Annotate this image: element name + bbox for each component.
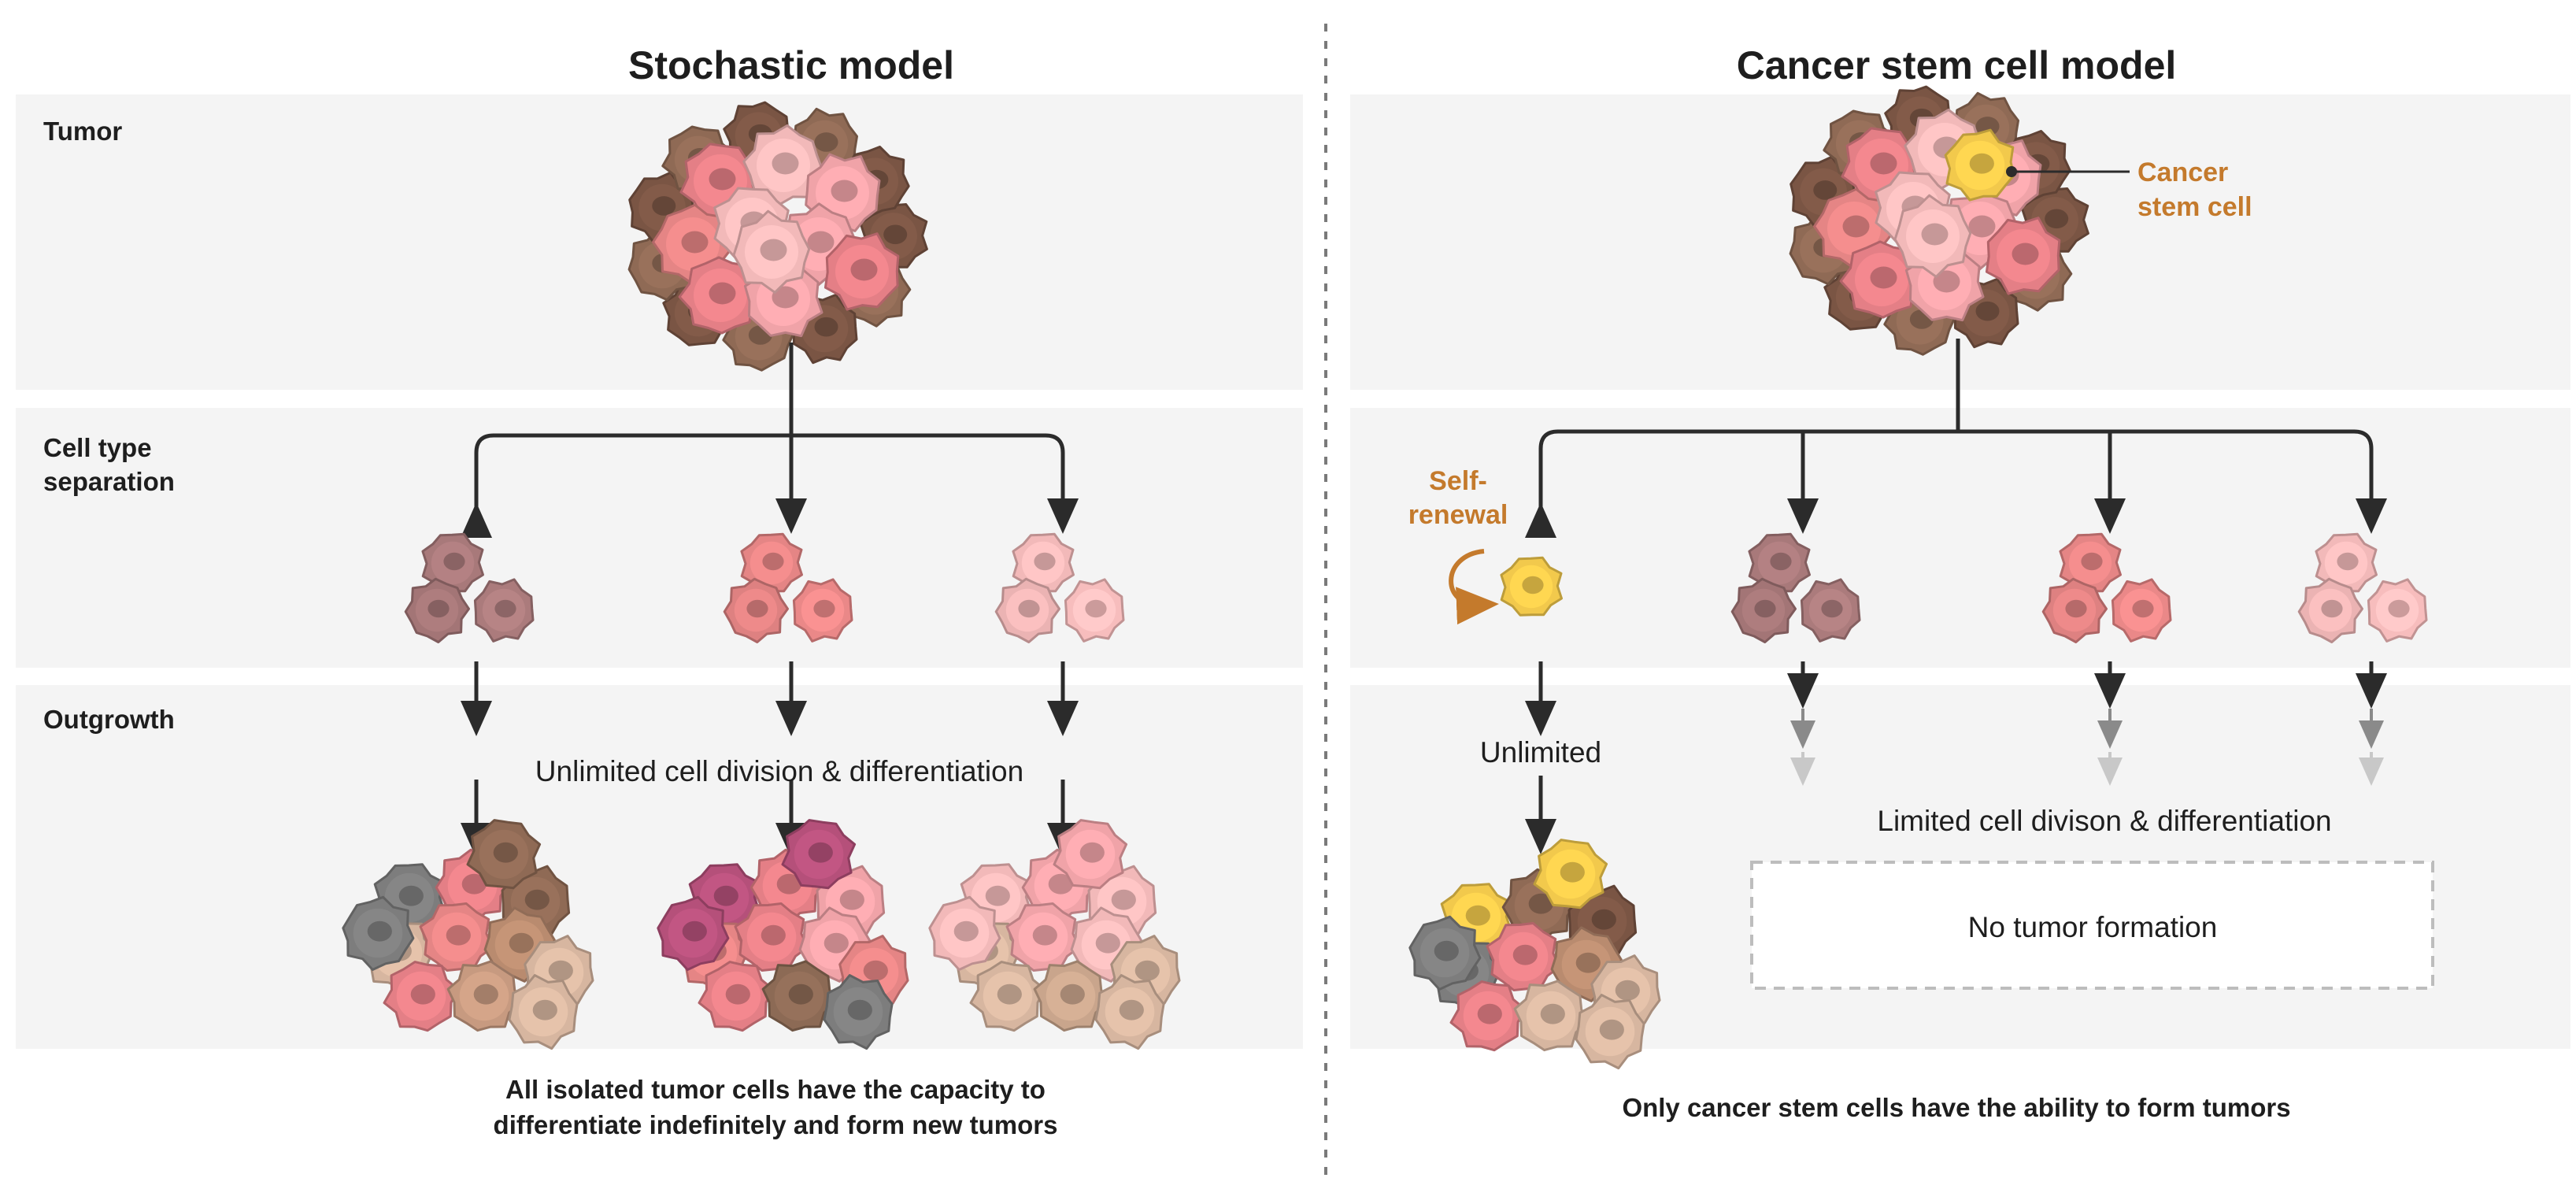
cell [1800,578,1861,643]
cell [740,532,803,593]
cell [1730,577,1797,643]
cell [2041,577,2108,643]
cell [1500,556,1563,617]
left-division-text: Unlimited cell division & differentiatio… [535,755,1023,787]
cell [761,960,838,1032]
cell [1893,194,1972,278]
cell [969,961,1046,1032]
cell [1486,922,1561,991]
cancer-stem-label-1: Cancer [2137,157,2228,187]
right-arrows [1525,339,2387,854]
cell [824,232,900,311]
cell [823,974,894,1050]
cell [742,124,824,206]
cell [1985,217,2061,295]
cell [928,895,1001,971]
cancer-stem-label-2: stem cell [2137,192,2252,222]
right-caption: Only cancer stem cells have the ability … [1622,1093,2290,1122]
self-renewal-label-2: renewal [1408,500,1508,530]
left-arrows [461,343,1079,858]
cell [1033,960,1109,1032]
cell [1944,128,2015,202]
cell [1533,839,1608,909]
cell [1748,532,1811,593]
right-limited-text: Limited cell divison & differentiation [1877,805,2331,837]
right-fading-arrows [1790,709,2384,786]
cell [473,578,535,643]
cell [466,819,542,890]
left-separated-clusters [404,532,1125,643]
left-caption-line1: All isolated tumor cells have the capaci… [505,1075,1046,1104]
cell [404,577,470,643]
right-separated-clusters [1500,532,2428,643]
row-label-separation: separation [43,467,175,496]
cell [1005,902,1081,972]
cell [792,578,853,643]
cell [446,960,523,1032]
cell [734,902,809,972]
self-renewal-callout: Self- renewal [1408,466,1508,625]
left-panel-title: Stochastic model [628,43,954,87]
cell [342,895,415,971]
cell [2111,578,2172,643]
cell [2059,532,2122,593]
cell [1513,980,1590,1052]
cell [994,577,1060,643]
row-label-cell-type: Cell type [43,433,152,462]
cell [2367,578,2428,643]
left-tumor-cluster [627,101,928,372]
left-caption-line2: differentiate indefinitely and form new … [494,1110,1058,1139]
right-tumor-cluster [1789,85,2089,356]
cell [383,961,460,1032]
right-unlimited-text: Unlimited [1480,736,1601,769]
cancer-stem-cell-callout: Cancer stem cell [2006,157,2252,222]
cell [1094,974,1165,1050]
right-outgrowth-tumor [1408,839,1661,1070]
no-tumor-box: No tumor formation [1750,861,2434,990]
right-panel-title: Cancer stem cell model [1737,43,2177,87]
cell [508,974,579,1050]
cell [1064,578,1125,643]
cell [1449,980,1527,1052]
row-label-outgrowth: Outgrowth [43,705,175,734]
row-label-tumor: Tumor [43,117,122,146]
cell [732,209,811,294]
cell [1053,819,1128,890]
cell [419,902,494,972]
cell [2297,577,2363,643]
left-outgrowth-tumors [342,819,1181,1050]
right-band-separation [1350,408,2570,668]
cell [1575,994,1645,1070]
cell [781,819,857,890]
self-renewal-label-1: Self- [1429,466,1487,496]
self-renewal-arrow [1449,549,1499,625]
cell [657,895,730,971]
cell [723,577,789,643]
cell [1408,915,1482,991]
no-tumor-text: No tumor formation [1968,911,2218,943]
